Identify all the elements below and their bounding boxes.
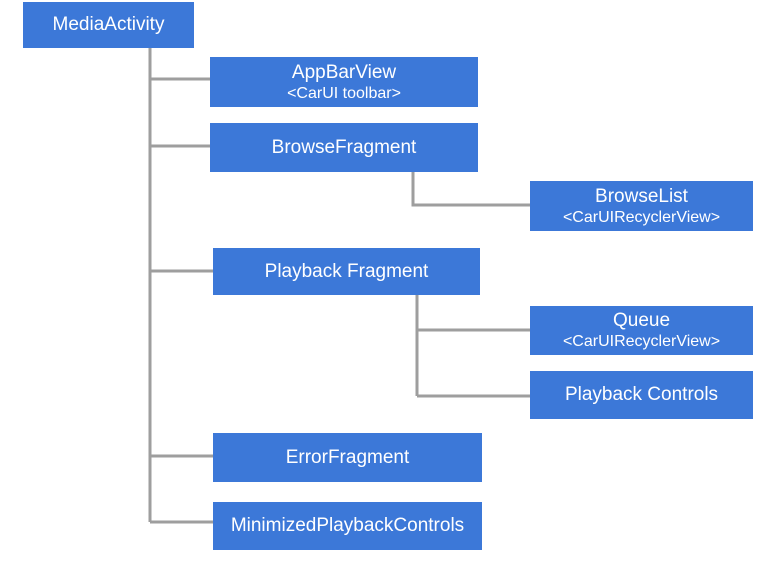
node-media-activity: MediaActivity — [23, 2, 194, 48]
node-subtitle: <CarUIRecyclerView> — [562, 208, 721, 226]
node-title: AppBarView — [291, 61, 397, 83]
node-subtitle: <CarUIRecyclerView> — [562, 333, 721, 351]
node-playback-fragment: Playback Fragment — [213, 248, 480, 295]
node-title: Playback Controls — [564, 384, 719, 406]
edge-media-activity-children — [148, 48, 213, 524]
node-error-fragment: ErrorFragment — [213, 433, 482, 482]
node-title: MediaActivity — [52, 14, 165, 36]
node-queue: Queue <CarUIRecyclerView> — [530, 306, 753, 355]
node-minimized-playback-controls: MinimizedPlaybackControls — [213, 502, 482, 550]
node-title: BrowseList — [595, 185, 688, 207]
node-title: BrowseFragment — [271, 136, 417, 158]
node-title: MinimizedPlaybackControls — [230, 515, 465, 537]
node-title: Queue — [612, 310, 671, 332]
node-playback-controls: Playback Controls — [530, 371, 753, 419]
node-app-bar-view: AppBarView <CarUI toolbar> — [210, 57, 478, 107]
edge-playback-fragment-children — [415, 295, 530, 398]
node-title: ErrorFragment — [285, 446, 410, 468]
node-title: Playback Fragment — [264, 260, 429, 282]
node-browse-list: BrowseList <CarUIRecyclerView> — [530, 181, 753, 231]
node-browse-fragment: BrowseFragment — [210, 123, 478, 172]
edge-browse-fragment-browse-list — [411, 172, 530, 207]
node-subtitle: <CarUI toolbar> — [287, 84, 401, 102]
